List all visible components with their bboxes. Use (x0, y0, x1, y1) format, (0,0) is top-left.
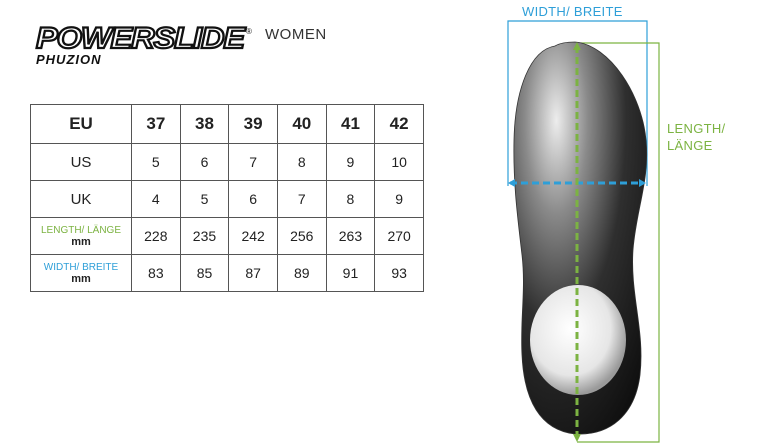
brand-sub: PHUZION (36, 52, 102, 67)
variant-label: WOMEN (265, 26, 327, 43)
table-row-length: LENGTH/ LÄNGE mm 228 235 242 256 263 270 (30, 217, 424, 255)
width-cell: 87 (228, 254, 278, 292)
us-cell: 8 (276, 143, 327, 181)
length-arrow-top (573, 42, 581, 50)
width-arrow-right (639, 179, 646, 187)
length-label: LENGTH/ LÄNGE (40, 224, 122, 236)
width-cell: 91 (325, 254, 376, 292)
length-cell: 235 (179, 217, 230, 255)
eu-cell: 37 (131, 104, 181, 144)
width-cell: 83 (131, 254, 181, 292)
row-label-length: LENGTH/ LÄNGE mm (30, 217, 132, 255)
width-bracket (507, 20, 648, 186)
table-row-eu: EU 37 38 39 40 41 42 (30, 104, 424, 144)
width-unit: mm (71, 272, 91, 285)
uk-cell: 4 (131, 180, 181, 218)
uk-cell: 9 (374, 180, 424, 218)
diagram-width-label: WIDTH/ BREITE (522, 4, 623, 19)
brand-name: POWERSLIDE (36, 22, 246, 55)
powerslide-logo: POWERSLIDE ® PHUZION (34, 22, 334, 70)
us-cell: 6 (179, 143, 230, 181)
length-cell: 256 (276, 217, 327, 255)
eu-cell: 39 (228, 104, 278, 144)
length-unit: mm (71, 235, 91, 248)
eu-cell: 40 (276, 104, 327, 144)
diagram-length-label: LENGTH/ LÄNGE (667, 121, 726, 153)
table-row-us: US 5 6 7 8 9 10 (30, 143, 424, 181)
length-cell: 228 (131, 217, 181, 255)
width-label: WIDTH/ BREITE (43, 261, 119, 273)
table-row-width: WIDTH/ BREITE mm 83 85 87 89 91 93 (30, 254, 424, 292)
row-label-uk: UK (30, 180, 132, 218)
width-cell: 89 (276, 254, 327, 292)
length-cell: 242 (228, 217, 278, 255)
eu-cell: 38 (179, 104, 230, 144)
uk-cell: 8 (325, 180, 376, 218)
width-cell: 93 (374, 254, 424, 292)
eu-cell: 41 (325, 104, 376, 144)
length-arrow-bottom (573, 434, 581, 442)
width-cell: 85 (179, 254, 230, 292)
width-arrow-left (508, 179, 515, 187)
uk-cell: 7 (276, 180, 327, 218)
us-cell: 5 (131, 143, 181, 181)
foot-diagram (507, 20, 660, 443)
us-cell: 10 (374, 143, 424, 181)
row-label-width: WIDTH/ BREITE mm (30, 254, 132, 292)
uk-cell: 6 (228, 180, 278, 218)
row-label-eu: EU (30, 104, 132, 144)
table-row-uk: UK 4 5 6 7 8 9 (30, 180, 424, 218)
brand-reg: ® (246, 27, 252, 36)
uk-cell: 5 (179, 180, 230, 218)
us-cell: 7 (228, 143, 278, 181)
length-bracket (577, 42, 660, 443)
size-chart-table: EU 37 38 39 40 41 42 US 5 6 7 8 9 10 UK … (30, 104, 424, 292)
row-label-us: US (30, 143, 132, 181)
us-cell: 9 (325, 143, 376, 181)
eu-cell: 42 (374, 104, 424, 144)
length-cell: 263 (325, 217, 376, 255)
heel-highlight (530, 285, 626, 395)
length-cell: 270 (374, 217, 424, 255)
